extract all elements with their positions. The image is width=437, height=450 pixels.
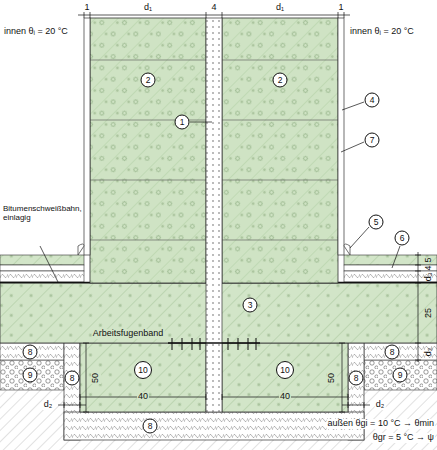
callout-number: 8 xyxy=(143,419,158,434)
temperature-note: innen θᵢ = 20 °C xyxy=(350,27,414,37)
dimension-label: d₃ xyxy=(424,273,434,282)
dimension-label: 25 xyxy=(424,308,434,318)
callout-number: 8 xyxy=(65,371,80,386)
dimension-label: 4 xyxy=(424,265,434,270)
temperature-note: θgr = 5 °C → ψ xyxy=(372,433,435,443)
callout-number: 8 xyxy=(385,345,400,360)
callout-number: 7 xyxy=(365,133,380,148)
dimension-label: 5 xyxy=(424,257,434,262)
dimension-label: 40 xyxy=(137,392,149,402)
callout-number: 4 xyxy=(365,93,380,108)
callout-number: 8 xyxy=(23,345,38,360)
dimension-label: d₁ xyxy=(276,3,284,13)
callout-number: 10 xyxy=(134,361,152,379)
callout-number: 10 xyxy=(276,361,294,379)
callout-number: 2 xyxy=(273,73,288,88)
dimension-label: 1 xyxy=(338,3,343,13)
dimension-label: d₂ xyxy=(43,400,54,410)
dimension-label: d₂ xyxy=(424,348,434,357)
dimension-label: d₂ xyxy=(375,400,386,410)
dimension-label: 1 xyxy=(84,3,89,13)
callout-number: 5 xyxy=(369,215,384,230)
callout-number: 9 xyxy=(23,368,38,383)
callout-number: 8 xyxy=(349,371,364,386)
callout-number: 9 xyxy=(393,368,408,383)
material-note: Bitumenschweißbahn, einlagig xyxy=(3,205,83,223)
temperature-note: innen θᵢ = 20 °C xyxy=(4,27,68,37)
material-note: Arbeitsfugenband xyxy=(92,329,165,339)
callout-number: 1 xyxy=(175,115,190,130)
temperature-note: außen θgi = 10 °C → θmin xyxy=(327,419,435,429)
callout-number: 6 xyxy=(395,231,410,246)
dimension-label: 4 xyxy=(211,3,216,13)
dimension-label: 50 xyxy=(91,372,101,384)
dimension-label: d₁ xyxy=(144,3,152,13)
callout-number: 3 xyxy=(243,298,258,313)
callout-number: 2 xyxy=(141,73,156,88)
dimension-label: 40 xyxy=(279,392,291,402)
dimension-label: 50 xyxy=(327,372,337,384)
